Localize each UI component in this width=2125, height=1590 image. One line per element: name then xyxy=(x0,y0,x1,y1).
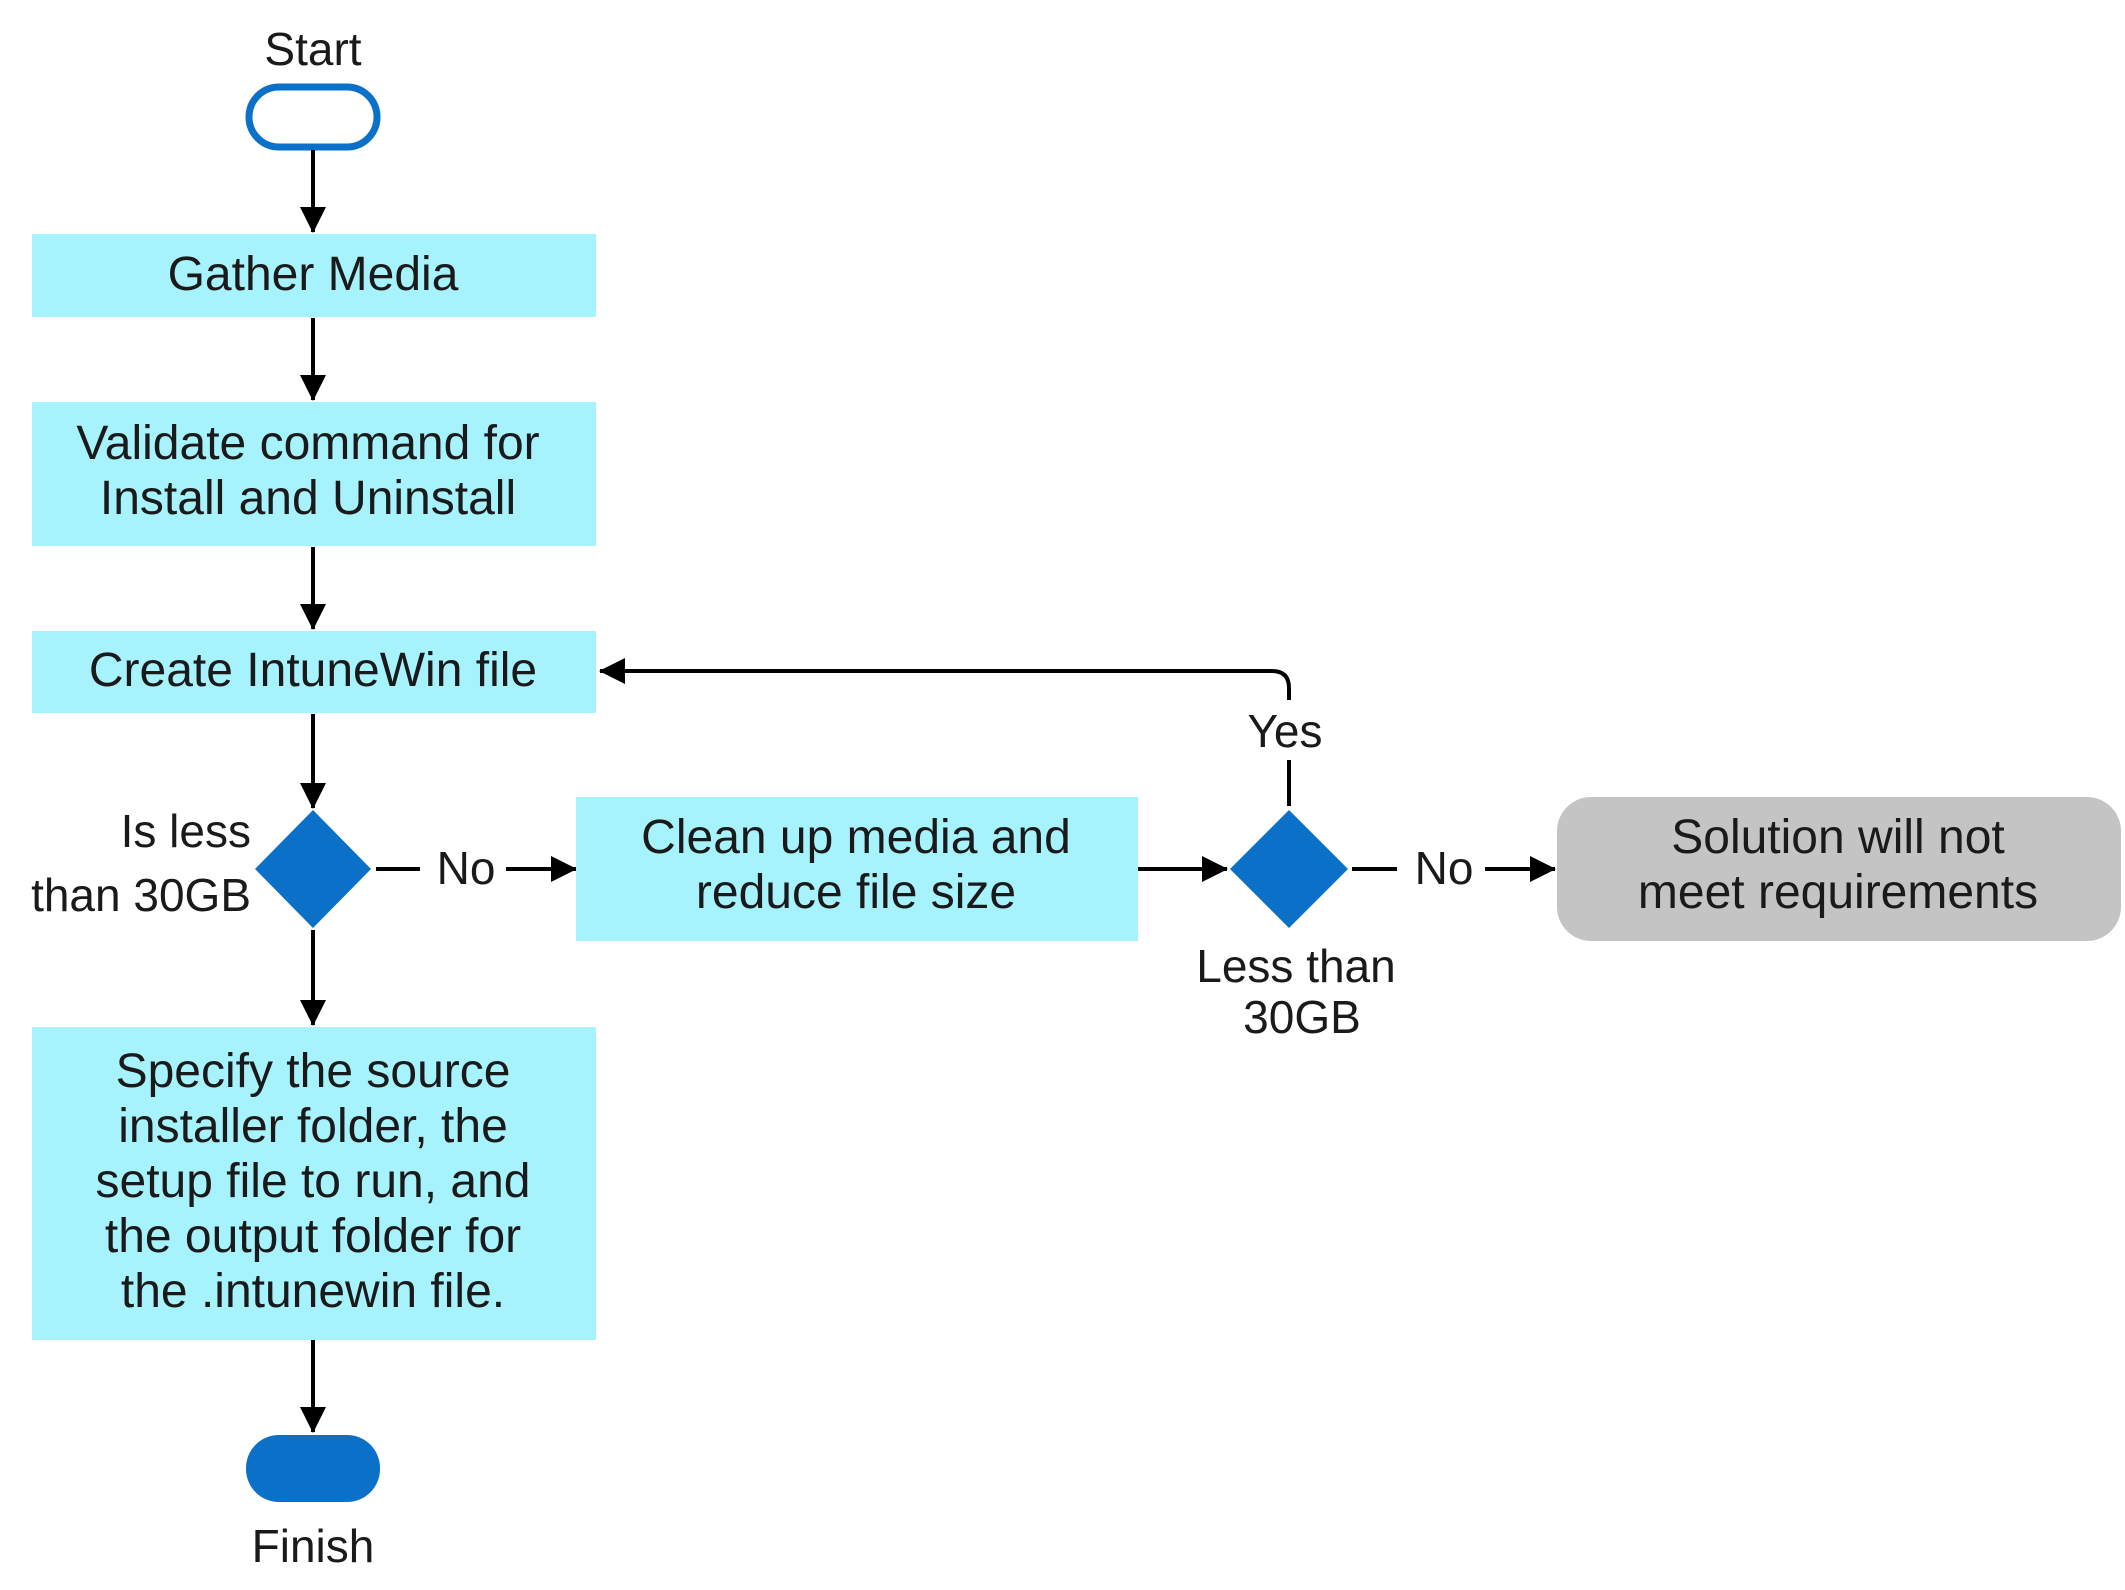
cleanup-label-line2: reduce file size xyxy=(696,866,1016,919)
d2-no-label: No xyxy=(1415,842,1474,894)
specify-label-line5: the .intunewin file. xyxy=(121,1265,505,1318)
start-terminal xyxy=(245,83,381,151)
specify-label-line3: setup file to run, and xyxy=(96,1155,531,1208)
connector-d2-yes-return xyxy=(599,658,1291,700)
start-label: Start xyxy=(264,23,361,75)
d1-no-label: No xyxy=(437,842,496,894)
finish-terminal xyxy=(246,1435,380,1502)
fail-label-line2: meet requirements xyxy=(1638,866,2038,919)
gather-media-label: Gather Media xyxy=(168,248,459,301)
finish-label: Finish xyxy=(252,1520,375,1572)
cleanup-label-line1: Clean up media and xyxy=(641,811,1071,864)
d2-yes-label: Yes xyxy=(1247,705,1322,757)
specify-label-line1: Specify the source xyxy=(116,1045,511,1098)
specify-box xyxy=(32,1027,596,1340)
decision1-label-line2: than 30GB xyxy=(31,869,251,921)
decision1-label-line1: Is less xyxy=(121,805,251,857)
validate-label-line2: Install and Uninstall xyxy=(100,472,516,525)
create-intunewin-box xyxy=(32,631,596,713)
specify-label-line4: the output folder for xyxy=(105,1210,521,1263)
gather-media-box xyxy=(32,234,596,317)
specify-label-line2: installer folder, the xyxy=(118,1100,508,1153)
create-intunewin-label: Create IntuneWin file xyxy=(89,644,537,697)
decision2-label-line2: 30GB xyxy=(1243,991,1361,1043)
decision2-label-line1: Less than xyxy=(1196,940,1395,992)
validate-box xyxy=(32,402,596,546)
fail-label-line1: Solution will not xyxy=(1671,811,2005,864)
decision-size-check-1 xyxy=(255,810,371,928)
validate-label-line1: Validate command for xyxy=(76,417,539,470)
solution-fail-terminal xyxy=(1557,797,2121,941)
decision-size-check-2 xyxy=(1230,810,1348,928)
cleanup-box xyxy=(576,797,1138,941)
